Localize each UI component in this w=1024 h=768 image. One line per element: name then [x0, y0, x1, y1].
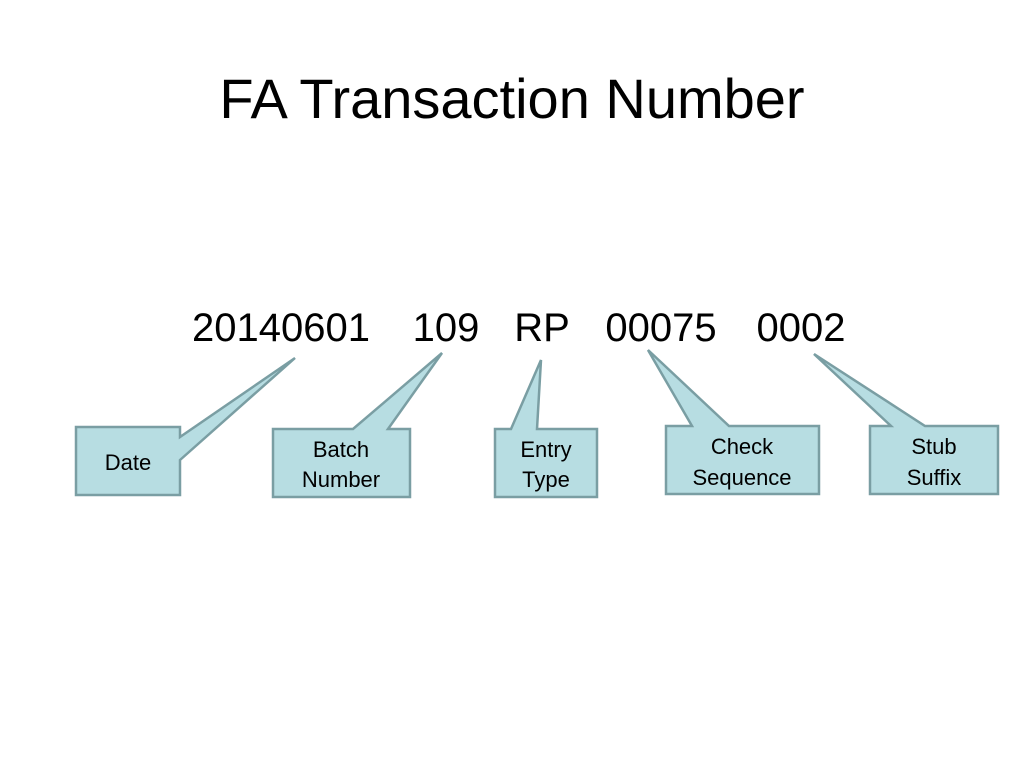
segment-batch-number: 109: [413, 306, 480, 350]
segment-entry-type: RP: [514, 306, 570, 350]
callout-check-sequence: Check Sequence: [646, 349, 821, 496]
callout-entry-type-shape: [493, 359, 599, 499]
segment-stub-suffix: 0002: [757, 306, 846, 350]
callout-date-line-1: Date: [105, 450, 151, 475]
callout-stub-suffix-shape: [813, 352, 1000, 496]
callout-batch-number-shape: [271, 352, 444, 499]
segment-check-sequence: 00075: [605, 306, 716, 350]
callout-entry-type-line-1: Entry: [520, 437, 571, 462]
callout-check-sequence-shape: [646, 349, 821, 496]
callout-batch-number-line-2: Number: [302, 467, 380, 492]
segment-date: 20140601: [192, 306, 370, 350]
callout-entry-type: Entry Type: [493, 359, 599, 499]
callout-entry-type-line-2: Type: [522, 467, 570, 492]
slide-title: FA Transaction Number: [219, 67, 804, 130]
callout-batch-number: Batch Number: [271, 352, 444, 499]
callout-stub-suffix: Stub Suffix: [813, 352, 1000, 496]
callout-batch-number-line-1: Batch: [313, 437, 369, 462]
callout-check-sequence-line-2: Sequence: [692, 465, 791, 490]
callout-stub-suffix-line-2: Suffix: [907, 465, 962, 490]
callout-check-sequence-line-1: Check: [711, 434, 774, 459]
callout-date-shape: [74, 356, 296, 497]
callout-stub-suffix-line-1: Stub: [911, 434, 956, 459]
callout-date: Date: [74, 356, 296, 497]
transaction-number: 20140601 109 RP 00075 0002: [192, 306, 845, 350]
